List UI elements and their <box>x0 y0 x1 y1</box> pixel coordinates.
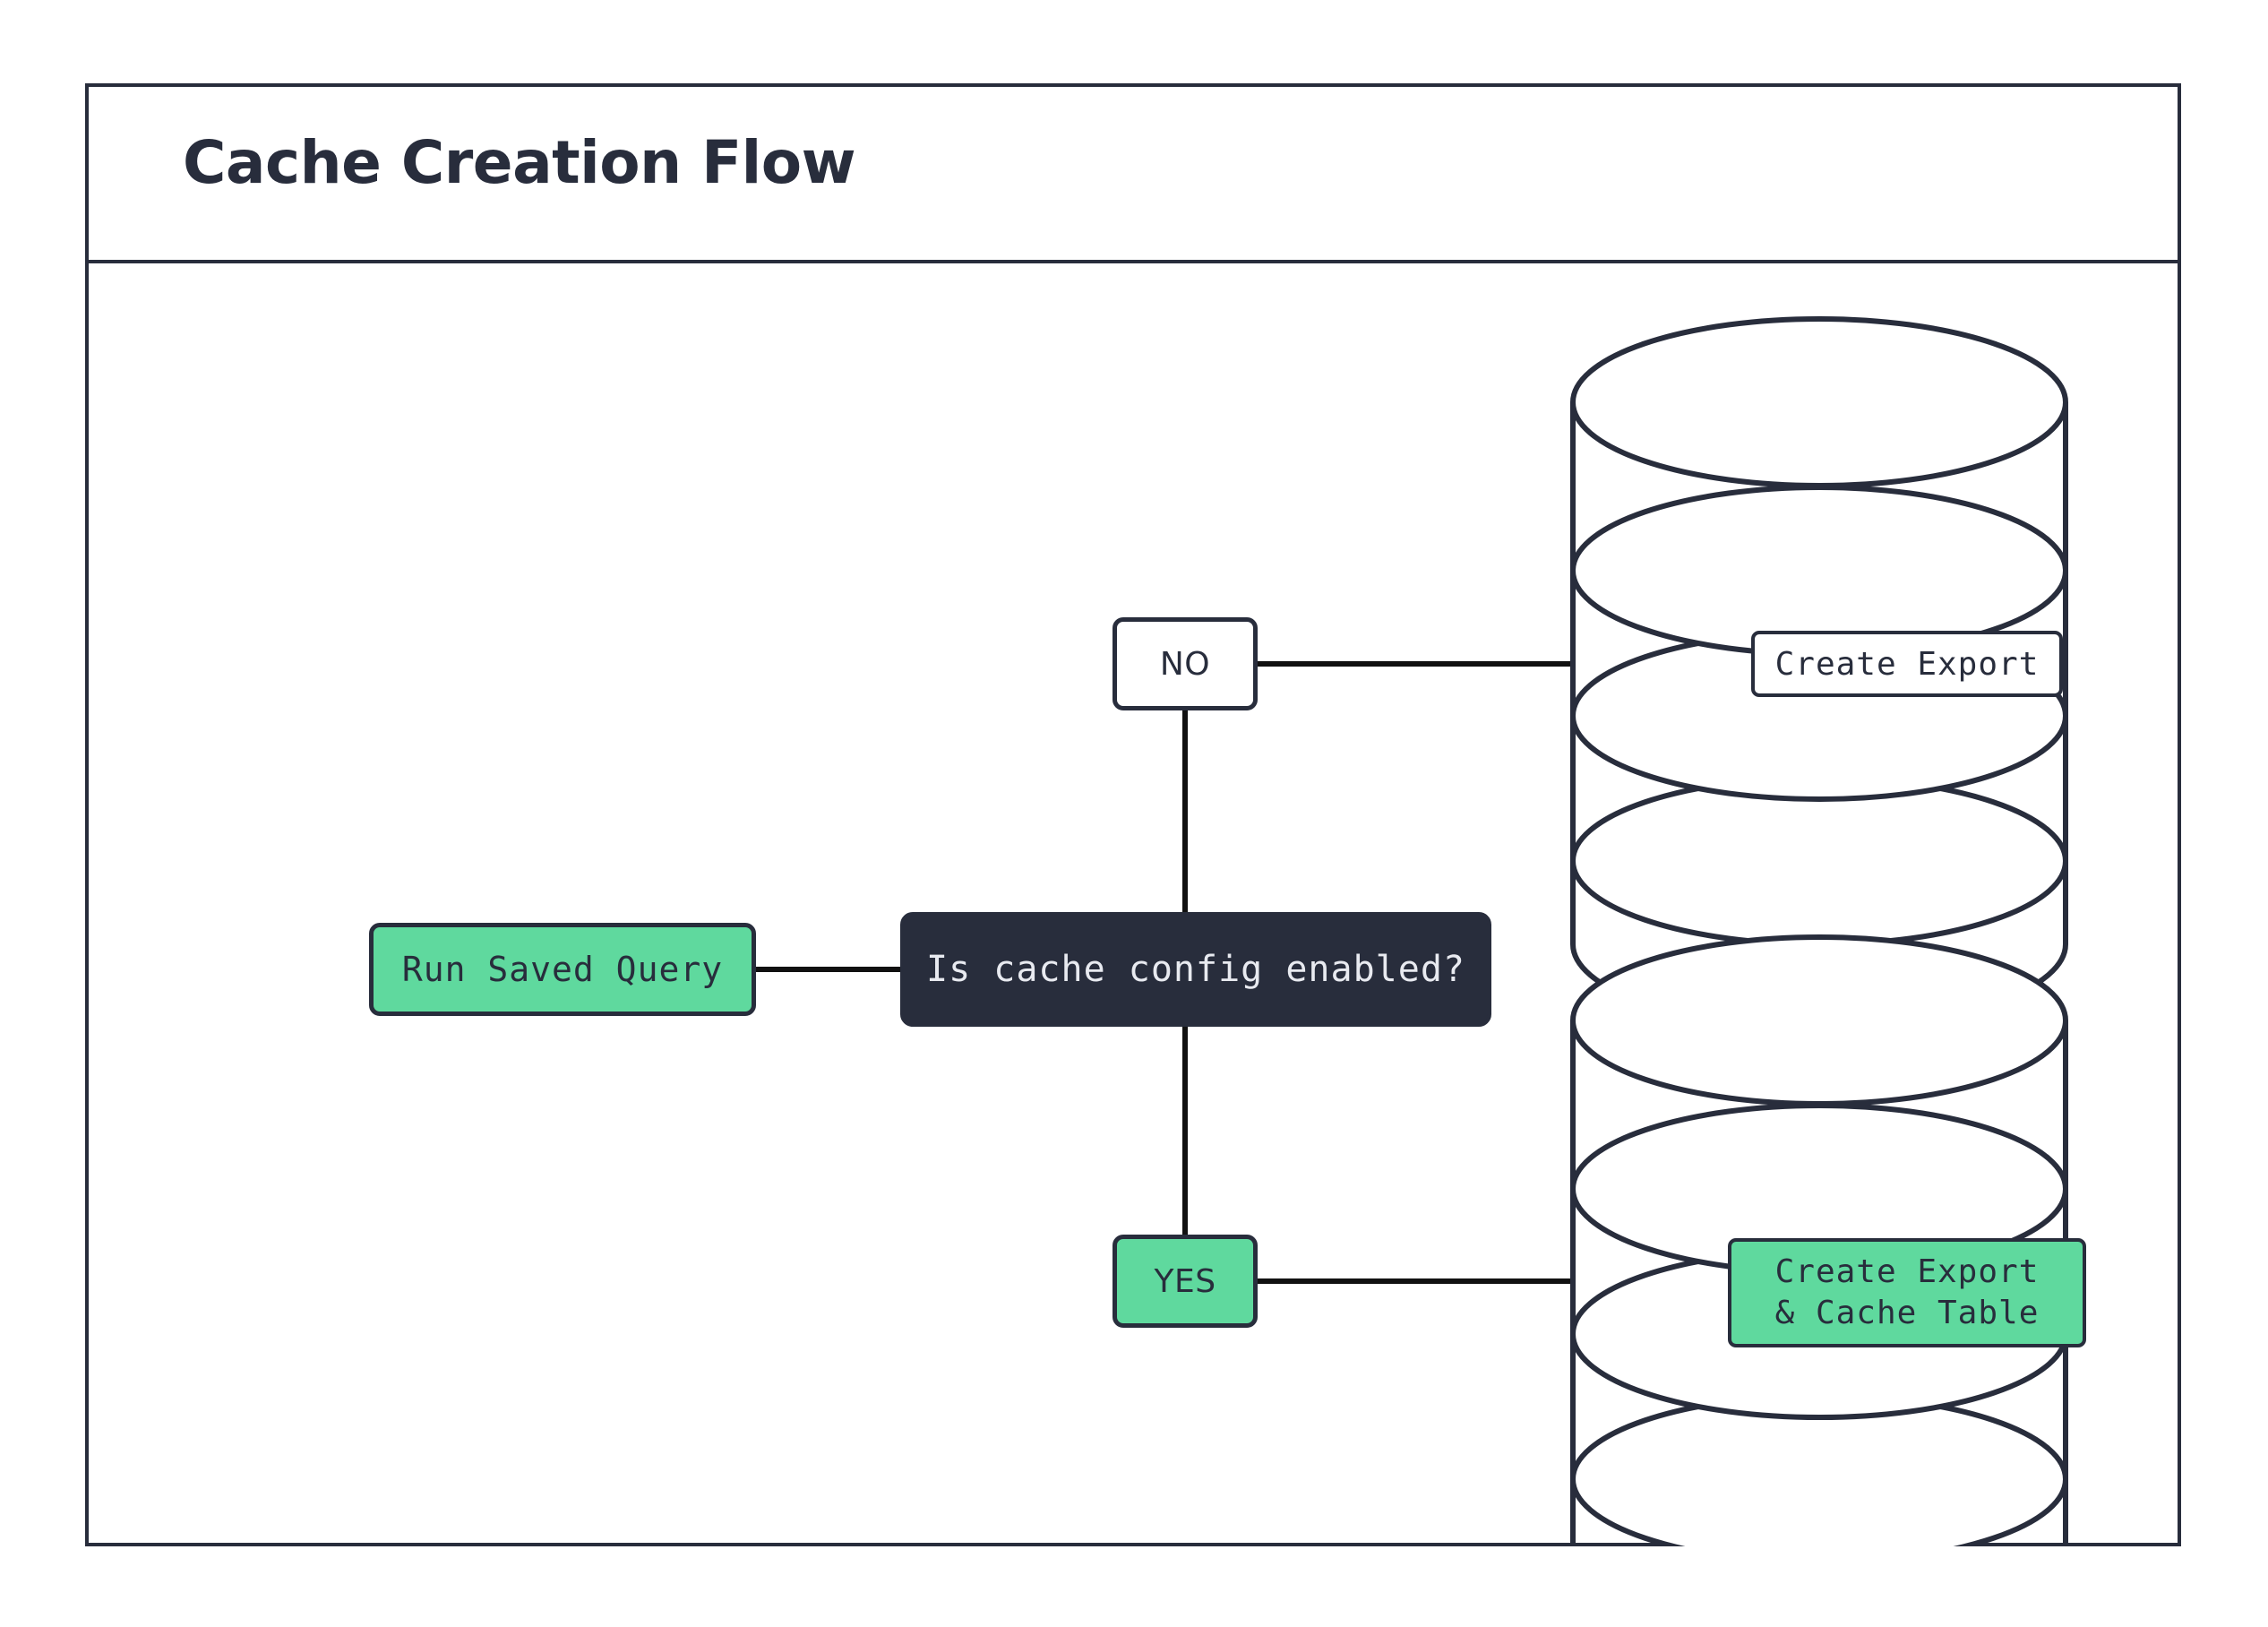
node-create-export-and-cache-table[interactable]: Create Export & Cache Table <box>1728 1238 2086 1347</box>
cylinder-platter-4 <box>1570 775 2068 947</box>
node-decision-is-cache-config-enabled[interactable]: Is cache config enabled? <box>900 912 1491 1027</box>
node-branch-no[interactable]: NO <box>1113 617 1258 710</box>
node-branch-yes[interactable]: YES <box>1113 1235 1258 1328</box>
cylinder-top-cap <box>1570 934 2068 1106</box>
cylinder-top-cap <box>1570 316 2068 488</box>
node-create-export[interactable]: Create Export <box>1751 631 2063 697</box>
page-title: Cache Creation Flow <box>183 128 856 197</box>
flowchart-canvas: Run Saved Query Is cache config enabled?… <box>89 263 2178 1546</box>
diagram-title-bar: Cache Creation Flow <box>89 87 2178 263</box>
cylinder-platter-2 <box>1570 485 2068 657</box>
node-run-saved-query[interactable]: Run Saved Query <box>369 923 756 1016</box>
edge-group <box>756 661 1573 1284</box>
diagram-frame: Cache Creation Flow <box>85 83 2181 1546</box>
flowchart-graphics <box>756 316 2068 1546</box>
